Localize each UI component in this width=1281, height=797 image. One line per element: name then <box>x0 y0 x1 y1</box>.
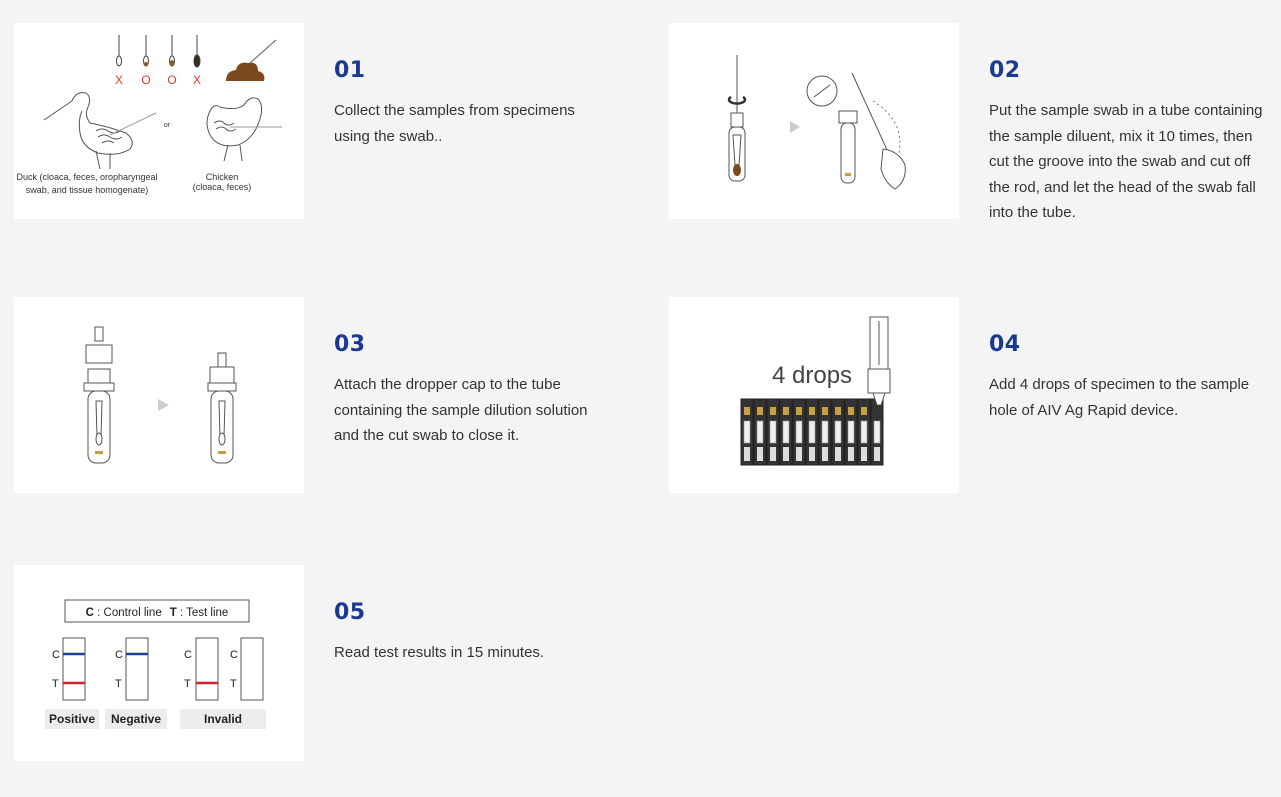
cut-motion-icon <box>872 100 901 154</box>
strip-invalid-2 <box>240 637 264 701</box>
step-3-illustration <box>14 297 304 493</box>
or-label: or <box>164 122 171 129</box>
duck-caption-line2: swab, and tissue homogenate) <box>26 185 149 195</box>
t-label-negative: T <box>115 678 122 690</box>
step-2-text: Put the sample swab in a tube containing… <box>989 102 1263 221</box>
step-1-number: 01 <box>334 58 366 83</box>
c-label-invalid-2: C <box>230 649 238 661</box>
mark-4: X <box>193 73 201 87</box>
positive-label: Positive <box>49 712 95 726</box>
mark-1: X <box>115 73 123 87</box>
feces-icon <box>226 39 277 81</box>
step-3-text: Attach the dropper cap to the tube conta… <box>334 376 588 444</box>
chicken-caption-line2: (cloaca, feces) <box>193 182 252 192</box>
mark-2: O <box>141 73 150 87</box>
c-label-positive: C <box>52 649 60 661</box>
t-label-invalid-2: T <box>230 678 237 690</box>
step-1-illustration: X O O X or <box>14 23 304 219</box>
duck-icon <box>43 92 157 170</box>
rotate-arrow-icon <box>727 95 747 105</box>
positive-label-bg <box>45 709 99 729</box>
negative-label-bg <box>105 709 167 729</box>
step-2-number: 02 <box>989 58 1021 83</box>
step-1-text: Collect the samples from specimens using… <box>334 102 575 145</box>
step-2-illustration <box>669 23 959 219</box>
step-4-illustration: 4 drops <box>669 297 959 493</box>
chicken-caption-line1: Chicken <box>206 172 239 182</box>
drops-label: 4 drops <box>772 362 852 389</box>
invalid-label: Invalid <box>204 712 242 726</box>
t-label-positive: T <box>52 678 59 690</box>
dropper-icon <box>867 316 891 406</box>
step-4-number: 04 <box>989 332 1021 357</box>
next-arrow-icon <box>158 399 169 411</box>
next-arrow-icon <box>790 121 800 133</box>
legend-box <box>64 599 250 623</box>
strip-invalid-1 <box>195 637 219 701</box>
mark-3: O <box>167 73 176 87</box>
c-label-negative: C <box>115 649 123 661</box>
step-4-text: Add 4 drops of specimen to the sample ho… <box>989 376 1250 419</box>
chicken-icon <box>206 97 282 162</box>
step-5-text: Read test results in 15 minutes. <box>334 644 545 661</box>
negative-label: Negative <box>111 712 161 726</box>
invalid-label-bg <box>180 709 266 729</box>
swab-icons <box>116 35 201 68</box>
c-label-invalid-1: C <box>184 649 192 661</box>
strip-positive <box>62 637 86 701</box>
strip-negative <box>125 637 149 701</box>
step-3-number: 03 <box>334 332 366 357</box>
step-5-number: 05 <box>334 600 366 625</box>
duck-caption-line1: Duck (cloaca, feces, oropharyngeal <box>16 172 157 182</box>
t-label-invalid-1: T <box>184 678 191 690</box>
